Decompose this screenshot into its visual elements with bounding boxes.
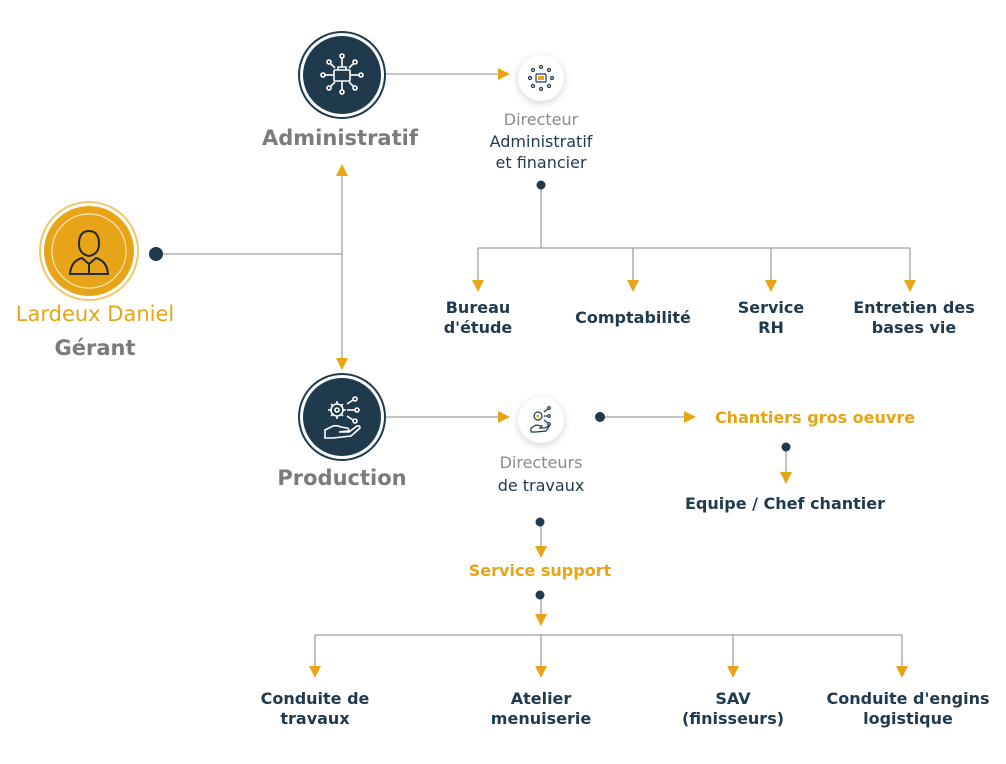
service-engins-line2: logistique <box>863 709 953 728</box>
directeur-admin-circle <box>518 55 564 101</box>
directeur-travaux-prefix: Directeurs <box>499 453 583 472</box>
gerant-name: Lardeux Daniel <box>15 302 175 326</box>
dept-bureau-line2: d'étude <box>443 318 513 337</box>
service-atelier-line1: Atelier <box>510 689 572 708</box>
directeur-travaux-line1: de travaux <box>497 476 585 495</box>
administratif-circle <box>303 36 381 114</box>
service-engins-line1: Conduite d'engins <box>826 689 990 708</box>
dept-comptabilite: Comptabilité <box>575 308 691 327</box>
chantiers-label: Chantiers gros oeuvre <box>714 408 916 427</box>
dept-service-rh-line1: Service <box>737 298 805 317</box>
briefcase-network-icon <box>320 53 364 95</box>
directeur-travaux-circle <box>518 397 564 443</box>
dept-bureau-line1: Bureau <box>445 298 511 317</box>
directeur-admin-line2: et financier <box>495 153 587 172</box>
directeur-admin-prefix: Directeur <box>503 110 579 129</box>
dept-service-rh-line2: RH <box>758 318 784 337</box>
gerant-role: Gérant <box>54 336 136 360</box>
directeur-admin-line1: Administratif <box>489 132 593 151</box>
service-sav-line2: (finisseurs) <box>681 709 785 728</box>
gear-hand-icon <box>324 396 361 439</box>
production-label: Production <box>277 466 407 490</box>
network-icon <box>527 64 555 92</box>
administratif-label: Administratif <box>262 126 418 150</box>
equipe-label: Equipe / Chef chantier <box>685 494 885 513</box>
person-icon <box>51 213 127 289</box>
service-sav-line1: SAV <box>715 689 751 708</box>
service-support-label: Service support <box>468 561 612 580</box>
service-conduite-line2: travaux <box>280 709 350 728</box>
production-circle <box>303 378 381 456</box>
service-conduite-line1: Conduite de <box>260 689 370 708</box>
gerant-avatar <box>44 206 134 296</box>
dept-entretien-line1: Entretien des <box>853 298 975 317</box>
service-atelier-line2: menuiserie <box>490 709 592 728</box>
dept-entretien-line2: bases vie <box>871 318 957 337</box>
gear-hand-small-icon <box>530 406 551 433</box>
